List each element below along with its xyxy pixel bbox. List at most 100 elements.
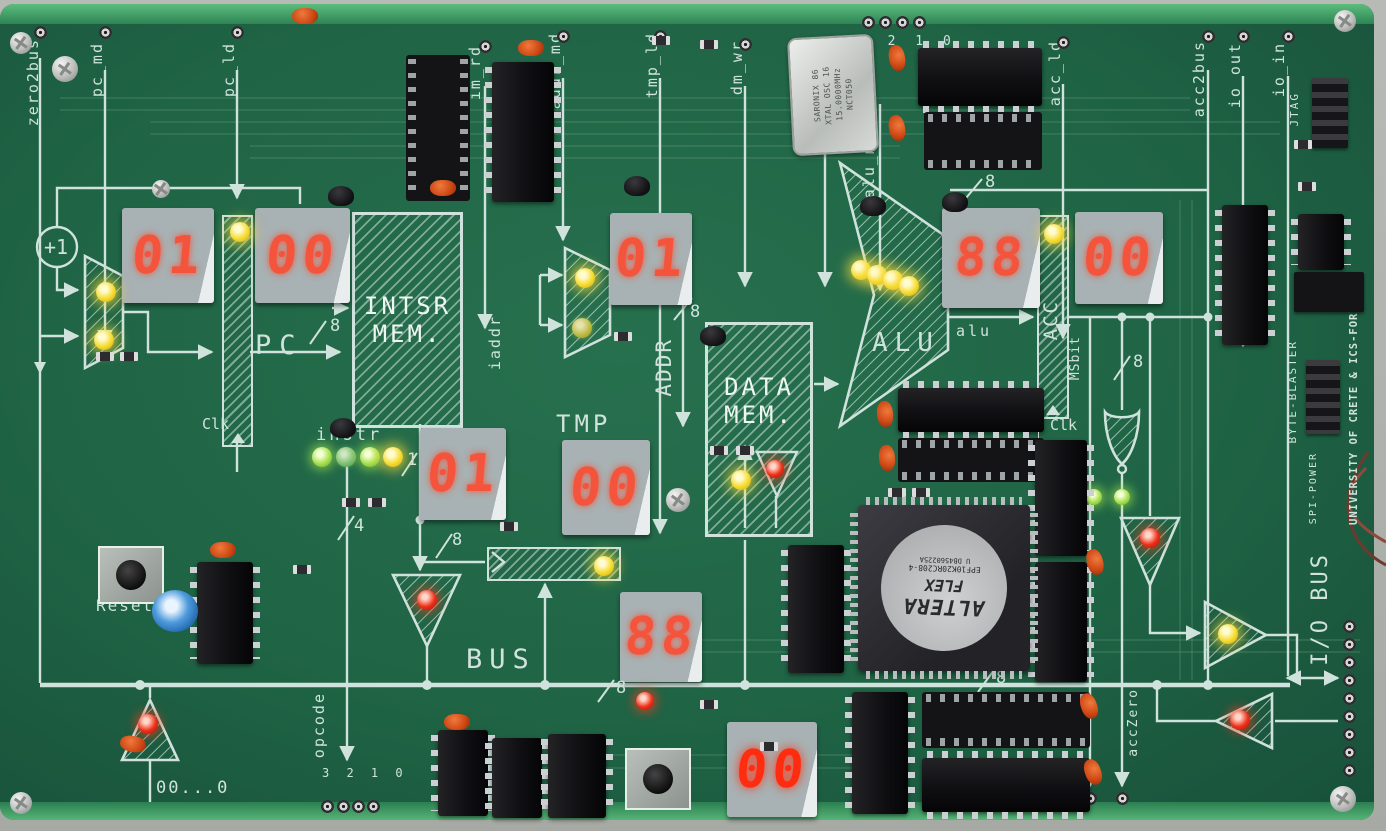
signal-label-pc-ld: pc_ld [220, 42, 238, 98]
width-4: 4 [354, 516, 365, 536]
display-acc: 00 [1075, 212, 1163, 304]
cap-black-3 [860, 196, 886, 216]
zeros-label: 00...0 [156, 778, 230, 798]
instr-led-3 [312, 447, 332, 467]
cap-orange-3 [518, 40, 544, 56]
data-mem-label-line2: MEM. [724, 401, 794, 429]
byte-blaster-label: BYTE-BLASTER [1286, 340, 1299, 444]
jtag-label: JTAG [1288, 92, 1301, 127]
signal-label-io-out: io_out [1226, 42, 1244, 109]
display-bus-value: 88 [622, 607, 700, 667]
clk-pc-label: Clk [202, 415, 230, 433]
smd-resistor-3 [342, 498, 360, 507]
pin-alu-md-3 [862, 16, 875, 29]
pin-zero2bus [34, 26, 47, 39]
display-pc-input: 01 [122, 208, 214, 303]
smd-resistor-13 [700, 40, 718, 49]
data-mem-led-yellow [731, 470, 751, 490]
io-out-driver-led-yellow [1218, 624, 1238, 644]
pin-pc-ld [231, 26, 244, 39]
acczero-led-green [1114, 489, 1130, 505]
fpga-pins-right [1030, 513, 1038, 663]
smd-resistor-5 [500, 522, 518, 531]
pin-acc-ld [1057, 36, 1070, 49]
reset-button[interactable] [98, 546, 164, 604]
data-memory-block: DATA MEM. [705, 322, 813, 537]
smd-resistor-6 [614, 332, 632, 341]
signal-label-acc2bus: acc2bus [1190, 40, 1208, 118]
signal-label-acc-ld: acc_ld [1046, 40, 1064, 107]
width-8-acc-in: 8 [985, 172, 996, 192]
smd-resistor-8 [736, 446, 754, 455]
bus-label: BUS [466, 644, 536, 675]
byte-blaster-header [1306, 360, 1340, 434]
signal-label-io-in: io_in [1270, 42, 1288, 98]
display-io: 00 [727, 722, 817, 817]
jumper-block [1294, 272, 1364, 312]
crystal-line-2: XTAL OSC 16 [821, 65, 834, 125]
display-alu: 88 [942, 208, 1040, 308]
university-label: UNIVERSITY OF CRETE & ICS-FORTH [1348, 298, 1360, 525]
screw-bottom-left [10, 792, 32, 814]
display-pc-input-value: 01 [129, 225, 207, 286]
addr-label: ADDR [652, 338, 676, 397]
iaddr-mux-led-1 [572, 318, 592, 338]
dip-chip-top-right [918, 41, 1042, 113]
acc-driver-led-red [1140, 528, 1160, 548]
width-8-pc: 8 [330, 316, 341, 336]
acc-register-bar [1037, 215, 1069, 419]
cap-black-1 [328, 186, 354, 206]
display-iaddr-value: 01 [612, 229, 690, 289]
blue-capacitor [152, 590, 198, 632]
reset-button-cap[interactable] [116, 560, 146, 590]
dip-socket-top-right [924, 112, 1042, 170]
fpga-pins-left [850, 513, 858, 663]
io-step-button-cap[interactable] [643, 764, 673, 794]
alu-led-3 [851, 260, 871, 280]
fpga-serial: U DB4560225A [919, 555, 971, 566]
dip-socket-bottom-right [922, 692, 1090, 748]
pin-alu-md-0 [913, 16, 926, 29]
pc-mux-led-1 [94, 330, 114, 350]
tmp-label: TMP [556, 410, 612, 438]
pin-opcode-1 [352, 800, 365, 813]
dip-socket-empty-1 [406, 55, 470, 201]
io-in-driver-led-red [1230, 710, 1250, 730]
pin-io-in [1282, 30, 1295, 43]
fpga-family: FLEX [924, 575, 964, 597]
smd-resistor-10 [912, 488, 930, 497]
smd-resistor-12 [652, 36, 670, 45]
io-header-pin-2 [1343, 638, 1356, 651]
pcb-board [0, 4, 1374, 820]
cap-black-6 [700, 326, 726, 346]
dip-socket-mid [898, 438, 1044, 482]
io-header-pin-5 [1343, 692, 1356, 705]
pin-alu-md-2 [879, 16, 892, 29]
iaddr-mux-led-0 [575, 268, 595, 288]
fpga-brand: ALTERA [902, 594, 985, 621]
screw-top-right [1334, 10, 1356, 32]
display-instr-value: 01 [424, 444, 502, 504]
smd-resistor-9 [888, 488, 906, 497]
cap-black-4 [942, 192, 968, 212]
instruction-memory-block: INTSR MEM. [352, 212, 463, 428]
display-acc-value: 00 [1080, 228, 1158, 288]
width-8-bus: 8 [616, 678, 627, 698]
io-bus-label: I/O BUS [1308, 552, 1333, 666]
altera-flex-fpga: ALTERA FLEX EPF10K20RC208-4 U DB4560225A [850, 497, 1038, 679]
dip-chip-bottom-3 [541, 734, 613, 818]
cap-orange-11 [210, 542, 236, 558]
reset-logic-chip [190, 562, 260, 664]
width-8-tmp: 8 [452, 530, 463, 550]
screw-inner-top-left [52, 56, 78, 82]
width-8-acczero: 8 [1133, 352, 1144, 372]
pin-alu-md-1 [896, 16, 909, 29]
iaddr-label: iaddr [486, 315, 504, 371]
display-bus: 88 [620, 592, 702, 682]
dip-chip-right-mid-2 [1028, 562, 1094, 682]
display-tmp-value: 00 [567, 457, 645, 518]
io-step-button[interactable] [625, 748, 691, 810]
pin-io-out [1237, 30, 1250, 43]
dip-chip-right-mid-1 [1028, 440, 1094, 556]
smd-resistor-4 [368, 498, 386, 507]
